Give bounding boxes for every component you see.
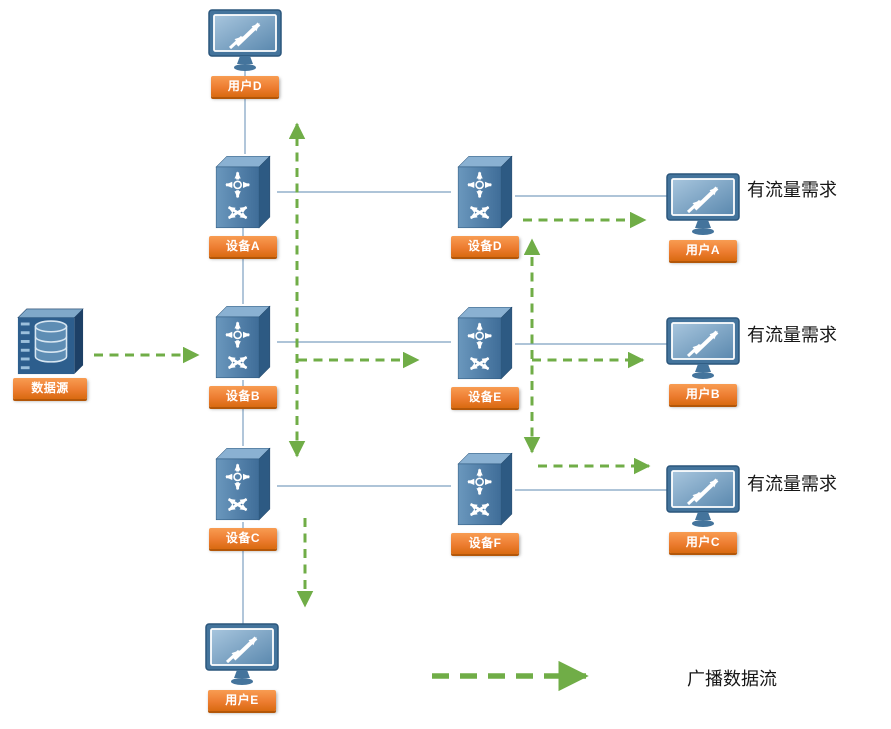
- legend-flow-label: 广播数据流: [687, 669, 777, 689]
- node-device-a: 设备A: [205, 150, 281, 257]
- node-label-user-c: 用户C: [669, 532, 737, 553]
- network-switch-icon: [451, 150, 519, 234]
- node-label-device-d: 设备D: [451, 236, 519, 257]
- node-user-d: 用户D: [207, 8, 283, 97]
- user-monitor-icon: [665, 172, 741, 238]
- node-label-device-f: 设备F: [451, 533, 519, 554]
- node-device-f: 设备F: [447, 447, 523, 554]
- user-monitor-icon: [207, 8, 283, 74]
- data-source-icon: [13, 306, 87, 376]
- node-device-c: 设备C: [205, 442, 281, 549]
- network-switch-icon: [209, 150, 277, 234]
- node-label-device-b: 设备B: [209, 386, 277, 407]
- node-label-user-d: 用户D: [211, 76, 279, 97]
- user-monitor-icon: [665, 464, 741, 530]
- node-label-device-c: 设备C: [209, 528, 277, 549]
- node-user-e: 用户E: [204, 622, 280, 711]
- node-label-device-a: 设备A: [209, 236, 277, 257]
- node-label-device-e: 设备E: [451, 387, 519, 408]
- traffic-demand-label-b: 有流量需求: [747, 325, 837, 345]
- node-user-b: 用户B: [665, 316, 741, 405]
- node-data-source: 数据源: [12, 306, 88, 399]
- user-monitor-icon: [204, 622, 280, 688]
- node-device-b: 设备B: [205, 300, 281, 407]
- node-label-user-a: 用户A: [669, 240, 737, 261]
- network-switch-icon: [451, 301, 519, 385]
- network-switch-icon: [451, 447, 519, 531]
- node-label-user-e: 用户E: [208, 690, 276, 711]
- traffic-demand-label-a: 有流量需求: [747, 180, 837, 200]
- user-monitor-icon: [665, 316, 741, 382]
- node-user-a: 用户A: [665, 172, 741, 261]
- node-device-d: 设备D: [447, 150, 523, 257]
- node-label-source: 数据源: [13, 378, 87, 399]
- node-device-e: 设备E: [447, 301, 523, 408]
- network-switch-icon: [209, 300, 277, 384]
- network-switch-icon: [209, 442, 277, 526]
- node-user-c: 用户C: [665, 464, 741, 553]
- traffic-demand-label-c: 有流量需求: [747, 474, 837, 494]
- node-label-user-b: 用户B: [669, 384, 737, 405]
